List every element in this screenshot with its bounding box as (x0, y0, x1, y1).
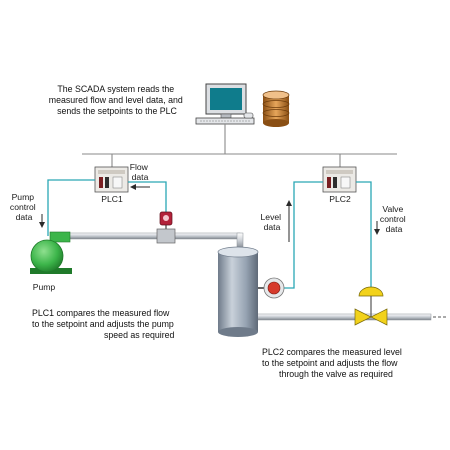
desktop-computer-icon (195, 83, 255, 125)
scada-description-line-2: measured flow and level data, and (49, 95, 183, 105)
level-sensor-icon (258, 277, 285, 299)
plc1-description: PLC1 compares the measured flow to the s… (32, 308, 176, 340)
valve-control-label-line-2: control (380, 214, 406, 224)
tank-icon (217, 246, 259, 337)
scada-description: The SCADA system reads the measured flow… (49, 84, 185, 116)
valve-control-label-line-1: Valve (382, 204, 403, 214)
valve-control-data-label: Valve control data (380, 204, 408, 234)
flow-data-label: Flow data (130, 162, 151, 182)
scada-description-line-1: The SCADA system reads the (57, 84, 174, 94)
flow-data-label-line-1: Flow (130, 162, 149, 172)
pump-icon (30, 231, 72, 274)
pump-control-label-line-3: data (16, 212, 33, 222)
plc1-label: PLC1 (101, 194, 123, 204)
network-bus (82, 124, 397, 167)
monitor-screen (210, 88, 242, 110)
valve-control-label-line-3: data (386, 224, 403, 234)
plc1-description-line-1: PLC1 compares the measured flow (32, 308, 170, 318)
pipe-tank-outlet (254, 313, 432, 321)
pump-control-label-line-2: control (10, 202, 36, 212)
valve-control-signal (356, 181, 372, 292)
level-data-label: Level data (261, 212, 284, 232)
pipe-pump-to-tank (67, 232, 241, 240)
plc2-description-line-3: through the valve as required (279, 369, 393, 379)
control-valve-icon (354, 286, 388, 326)
plc1-description-line-2: to the setpoint and adjusts the pump (32, 319, 174, 329)
database-icon (262, 90, 290, 127)
pump-control-label-line-1: Pump (12, 192, 35, 202)
pump-control-signal (47, 179, 95, 236)
plc2-label: PLC2 (329, 194, 351, 204)
signal-lines (47, 179, 372, 292)
data-direction-arrows (39, 184, 380, 242)
level-signal (284, 181, 323, 289)
plc1-description-line-3: speed as required (104, 330, 175, 340)
flow-meter-icon (156, 211, 176, 244)
plc2-description-line-2: to the setpoint and adjusts the flow (262, 358, 398, 368)
scada-description-line-3: sends the setpoints to the PLC (57, 106, 177, 116)
flow-data-label-line-2: data (132, 172, 149, 182)
pump-label: Pump (33, 282, 56, 292)
plc2-description-line-1: PLC2 compares the measured level (262, 347, 402, 357)
flow-signal (128, 181, 167, 224)
level-data-label-line-2: data (264, 222, 281, 232)
plc2-controller-icon (322, 166, 357, 193)
pipe-tank-drop (236, 232, 244, 250)
level-data-label-line-1: Level (261, 212, 282, 222)
plc1-controller-icon (94, 166, 129, 193)
plc2-description: PLC2 compares the measured level to the … (262, 347, 404, 379)
pump-control-data-label: Pump control data (10, 192, 38, 222)
